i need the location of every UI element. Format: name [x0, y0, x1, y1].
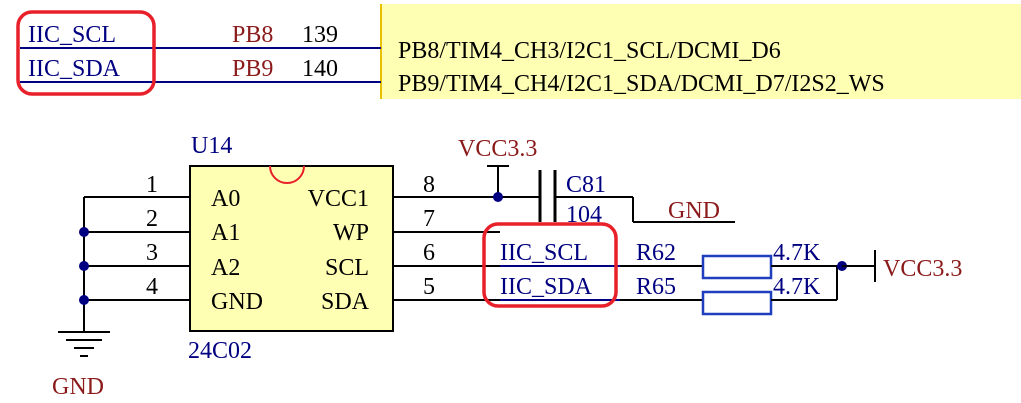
ic-pin-name-sda: SDA	[321, 289, 370, 315]
net-label-sda: IIC_SDA	[500, 274, 593, 300]
vcc-label-top: VCC3.3	[458, 136, 537, 162]
ic-pin-number-7: 7	[423, 206, 435, 232]
junction-dot-pin3	[79, 261, 89, 271]
ic-pin-number-4: 4	[146, 274, 158, 300]
ic-pin-number-5: 5	[423, 274, 435, 300]
ic-pin-name-gnd: GND	[211, 289, 263, 315]
capacitor-designator: C81	[566, 172, 606, 198]
ic-part-number: 24C02	[188, 338, 252, 364]
junction-dot-pin2	[79, 227, 89, 237]
ic-pin-name-vcc1: VCC1	[308, 186, 369, 212]
vcc-label-right: VCC3.3	[883, 256, 962, 282]
ground-label-left: GND	[52, 374, 104, 400]
ic-pin-name-wp: WP	[333, 220, 369, 246]
mcu-port-pb8: PB8	[232, 22, 273, 48]
highlight-box-i2c-nets	[482, 222, 618, 308]
ic-notch	[269, 165, 305, 184]
ic-designator: U14	[191, 133, 232, 159]
junction-dot-pin4	[79, 295, 89, 305]
mcu-pin-number-139: 139	[302, 22, 338, 48]
resistor-body-r62	[701, 254, 773, 280]
ic-pin-number-6: 6	[423, 240, 435, 266]
mcu-pin-function-pb9: PB9/TIM4_CH4/I2C1_SDA/DCMI_D7/I2S2_WS	[398, 71, 885, 97]
ic-pin-name-a2: A2	[211, 255, 240, 281]
ic-pin-number-1: 1	[146, 172, 158, 198]
ic-pin-name-a1: A1	[211, 220, 240, 246]
ic-pin-name-scl: SCL	[325, 255, 369, 281]
mcu-pin-function-pb8: PB8/TIM4_CH3/I2C1_SCL/DCMI_D6	[398, 38, 781, 64]
mcu-net-label-scl: IIC_SCL	[28, 22, 116, 48]
ground-label-cap: GND	[668, 198, 720, 224]
ic-pin-number-8: 8	[423, 172, 435, 198]
highlight-box-mcu-nets	[16, 10, 156, 96]
resistor-value-r65: 4.7K	[773, 274, 821, 300]
ic-body	[189, 165, 394, 332]
mcu-pin-number-140: 140	[302, 56, 338, 82]
mcu-net-label-sda: IIC_SDA	[28, 56, 121, 82]
resistor-designator-r62: R62	[636, 240, 676, 266]
resistor-designator-r65: R65	[636, 274, 676, 300]
mcu-body	[381, 4, 1021, 99]
ic-pin-number-3: 3	[146, 240, 158, 266]
mcu-port-pb9: PB9	[232, 56, 273, 82]
resistor-value-r62: 4.7K	[773, 240, 821, 266]
junction-dot-vcc	[493, 192, 503, 202]
resistor-body-r65	[701, 290, 773, 316]
net-label-scl: IIC_SCL	[500, 240, 588, 266]
ic-pin-number-2: 2	[146, 206, 158, 232]
ic-pin-name-a0: A0	[211, 186, 240, 212]
